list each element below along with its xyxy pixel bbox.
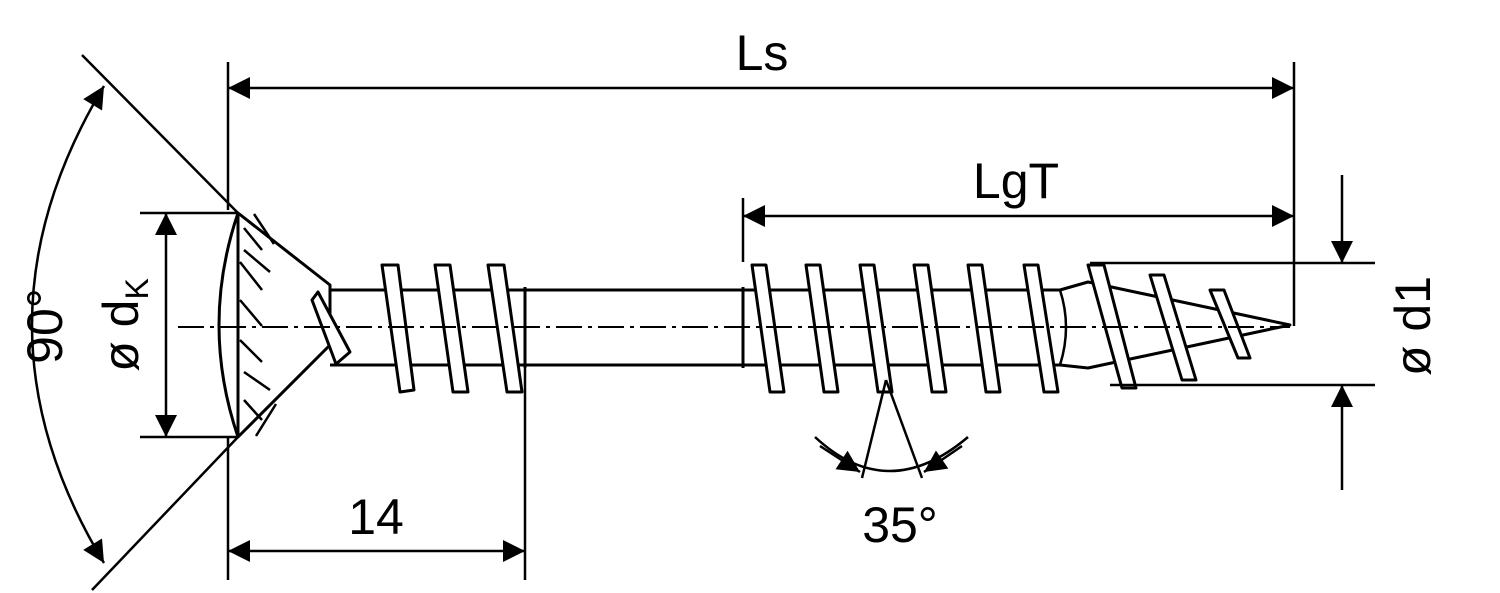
angle-90-label-group: 90° bbox=[17, 288, 73, 364]
d1-label-group: ø d1 bbox=[1385, 276, 1441, 376]
dk-subscript: K bbox=[119, 278, 155, 299]
angle-90-dimension bbox=[30, 54, 239, 591]
screw-head bbox=[217, 211, 332, 439]
shank-14-label: 14 bbox=[348, 489, 404, 545]
angle-35-label: 35° bbox=[862, 497, 938, 553]
drive-recess bbox=[239, 213, 278, 437]
dk-label: ø dK bbox=[93, 278, 155, 372]
dk-symbol: ø d bbox=[93, 300, 149, 372]
dimension-lgt bbox=[741, 198, 1294, 262]
dimension-dk bbox=[140, 211, 238, 439]
dimension-d1 bbox=[1090, 175, 1375, 490]
angle-35-dimension bbox=[814, 379, 969, 479]
dimension-14 bbox=[226, 368, 527, 580]
screw-outline bbox=[217, 211, 1292, 439]
lgt-label: LgT bbox=[973, 153, 1059, 209]
dk-label-group: ø dK bbox=[93, 278, 155, 372]
angle-90-label: 90° bbox=[17, 288, 73, 364]
dimension-ls bbox=[226, 62, 1296, 326]
thread-flanks bbox=[310, 263, 1252, 394]
d1-label: ø d1 bbox=[1385, 276, 1441, 376]
ls-label: Ls bbox=[736, 25, 789, 81]
